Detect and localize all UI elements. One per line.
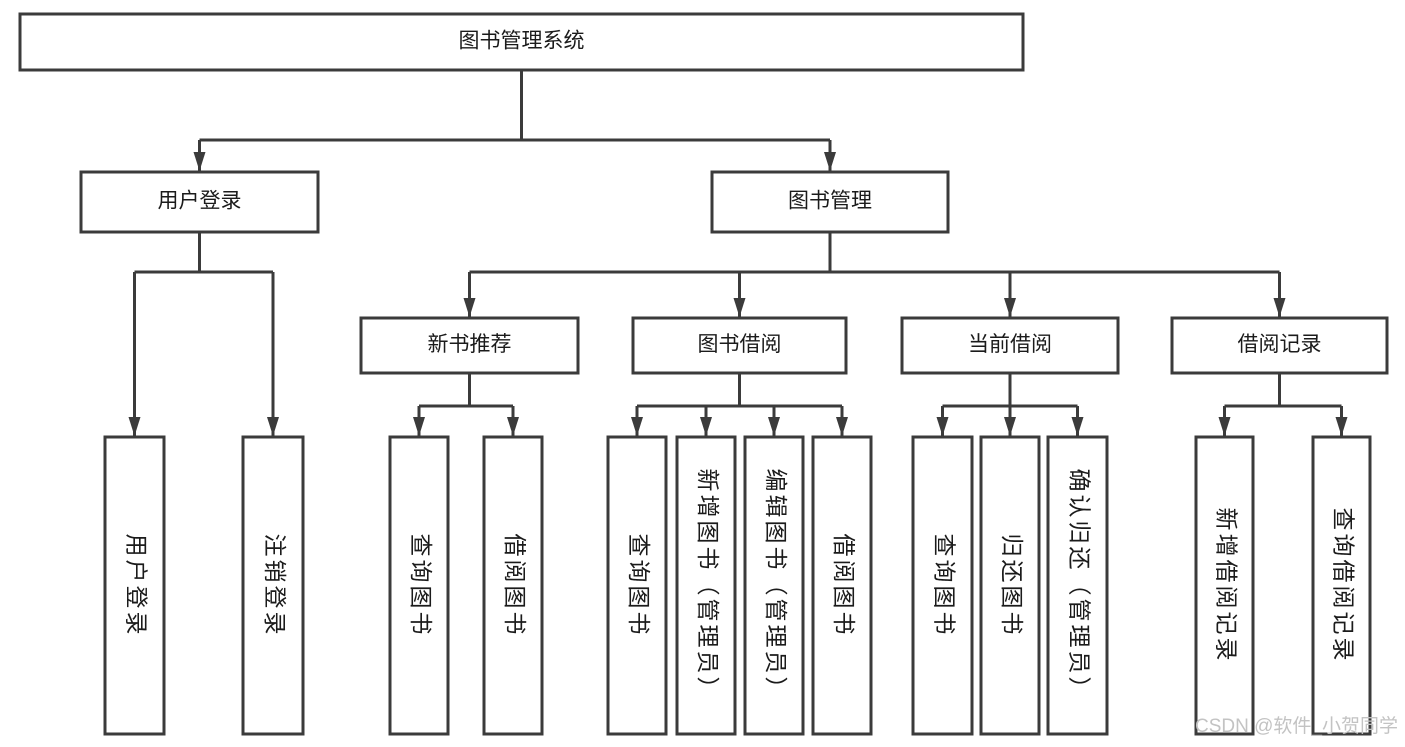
node-rect [710,170,950,234]
node-rect [911,435,974,736]
connector-edges-layer [128,70,1348,436]
node-rect [743,435,805,736]
arrow-head-icon [413,417,425,436]
node-label: 查询图书 [931,534,957,638]
node-label: 借阅图书 [831,534,857,638]
node-leaf-8[interactable]: 查询图书 [911,435,974,736]
node-rect [1311,435,1372,736]
node-leaf-2[interactable]: 查询图书 [388,435,450,736]
arrow-head-icon [1071,417,1084,436]
node-label: 新书推荐 [428,333,512,356]
arrow-head-icon [1273,298,1286,317]
node-leaf-7[interactable]: 借阅图书 [811,435,873,736]
node-rect [79,170,320,234]
node-label: 当前借阅 [968,333,1052,356]
node-label: 新增图书（管理员） [695,469,721,703]
node-level2-0[interactable]: 用户登录 [79,170,320,234]
node-boxes-layer: 图书管理系统用户登录图书管理新书推荐图书借阅当前借阅借阅记录用户登录注销登录查询… [18,12,1389,736]
node-rect [103,435,166,736]
node-leaf-11[interactable]: 新增借阅记录 [1194,435,1255,736]
node-leaf-6[interactable]: 编辑图书（管理员） [743,435,805,736]
node-level3-3[interactable]: 借阅记录 [1170,316,1389,375]
node-rect [1194,435,1255,736]
node-label: 编辑图书（管理员） [763,469,789,703]
node-rect [979,435,1041,736]
arrow-head-icon [128,417,141,436]
arrow-head-icon [700,417,712,436]
arrow-head-icon [733,298,746,317]
node-leaf-10[interactable]: 确认归还（管理员） [1046,435,1109,736]
arrow-head-icon [768,417,780,436]
arrow-head-icon [936,417,949,436]
arrow-head-icon [193,152,206,171]
arrow-head-icon [1004,417,1016,436]
arrow-head-icon [631,417,643,436]
node-rect [1046,435,1109,736]
arrow-head-icon [463,298,476,317]
node-leaf-9[interactable]: 归还图书 [979,435,1041,736]
node-label: 归还图书 [999,534,1025,638]
arrow-head-icon [507,417,519,436]
arrow-head-icon [836,417,848,436]
node-label: 用户登录 [158,190,242,213]
arrow-head-icon [1335,417,1348,436]
node-label: 图书管理系统 [459,30,585,53]
node-leaf-12[interactable]: 查询借阅记录 [1311,435,1372,736]
arrow-head-icon [1004,298,1016,317]
node-label: 查询图书 [626,534,652,638]
node-rect [811,435,873,736]
node-root-system[interactable]: 图书管理系统 [18,12,1025,72]
node-leaf-4[interactable]: 查询图书 [606,435,668,736]
node-label: 查询借阅记录 [1330,508,1356,664]
node-rect [606,435,668,736]
node-leaf-0[interactable]: 用户登录 [103,435,166,736]
node-level2-1[interactable]: 图书管理 [710,170,950,234]
node-leaf-3[interactable]: 借阅图书 [482,435,544,736]
node-level3-0[interactable]: 新书推荐 [359,316,580,375]
node-label: 用户登录 [123,534,149,638]
node-rect [18,12,1025,72]
arrow-head-icon [824,152,836,171]
node-rect [388,435,450,736]
node-rect [675,435,737,736]
node-label: 借阅图书 [502,534,528,638]
node-label: 借阅记录 [1238,333,1322,356]
node-leaf-1[interactable]: 注销登录 [241,435,305,736]
node-label: 确认归还（管理员） [1066,469,1092,703]
node-rect [482,435,544,736]
node-label: 注销登录 [262,534,288,638]
node-rect [359,316,580,375]
node-leaf-5[interactable]: 新增图书（管理员） [675,435,737,736]
node-level3-2[interactable]: 当前借阅 [900,316,1120,375]
arrow-head-icon [267,417,279,436]
node-label: 图书管理 [788,190,872,213]
node-rect [631,316,848,375]
node-rect [241,435,305,736]
arrow-head-icon [1218,417,1231,436]
node-rect [1170,316,1389,375]
node-level3-1[interactable]: 图书借阅 [631,316,848,375]
node-label: 查询图书 [408,534,434,638]
node-rect [900,316,1120,375]
node-label: 图书借阅 [698,333,782,356]
node-label: 新增借阅记录 [1213,508,1239,664]
csdn-watermark: CSDN @软件_小贺同学 [1195,715,1398,737]
